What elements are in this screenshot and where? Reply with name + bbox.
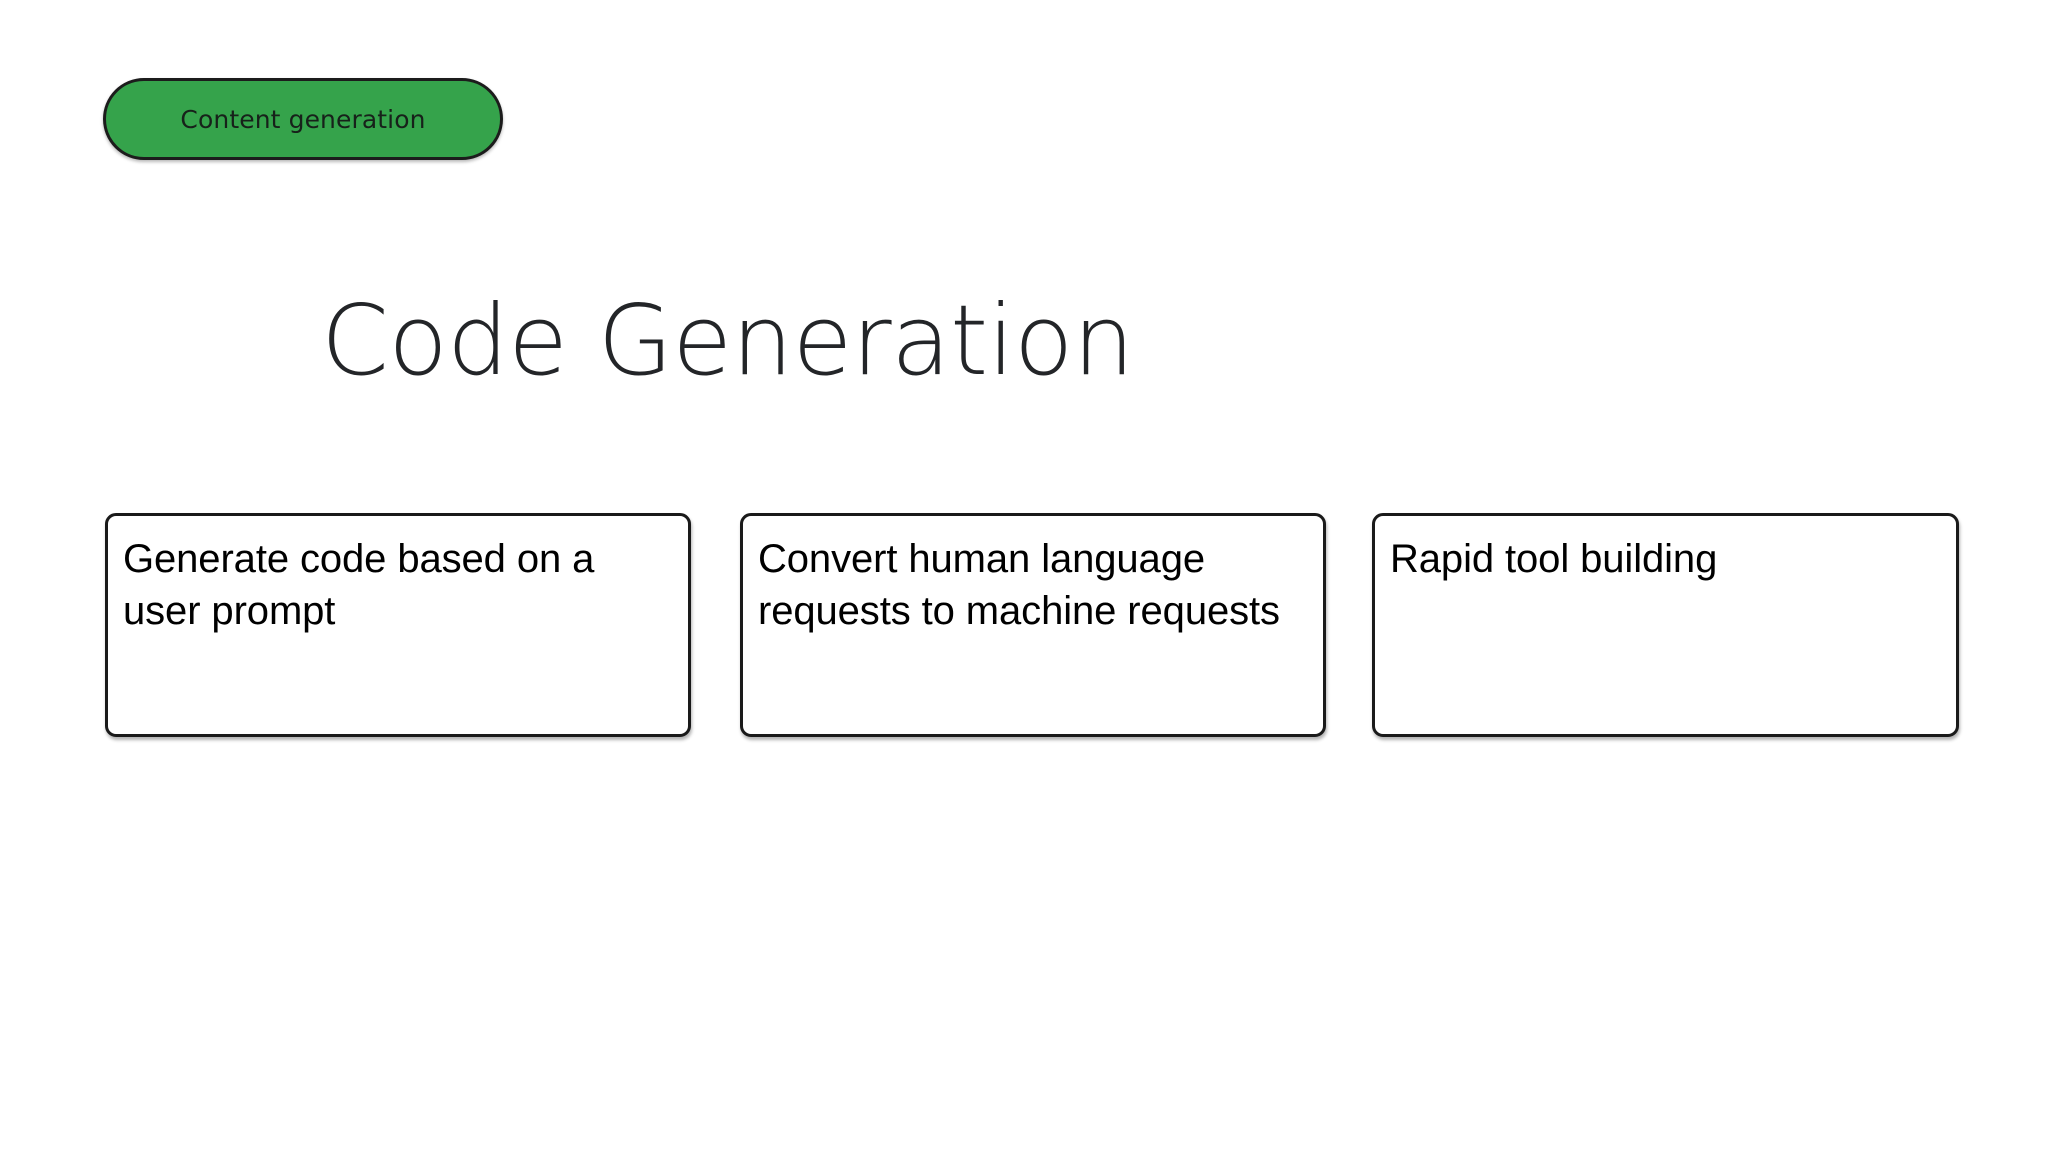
feature-card-generate-code[interactable]: Generate code based on a user prompt — [105, 513, 691, 737]
category-badge[interactable]: Content generation — [103, 78, 503, 160]
feature-card-text: Convert human language requests to machi… — [758, 537, 1280, 633]
feature-card-text: Rapid tool building — [1390, 537, 1718, 581]
feature-card-rapid-tool-building[interactable]: Rapid tool building — [1372, 513, 1959, 737]
feature-card-row: Generate code based on a user prompt Con… — [0, 513, 2048, 737]
category-badge-label: Content generation — [180, 104, 426, 134]
page-title: Code Generation — [321, 283, 1134, 397]
feature-card-convert-language[interactable]: Convert human language requests to machi… — [740, 513, 1326, 737]
feature-card-text: Generate code based on a user prompt — [123, 537, 595, 633]
